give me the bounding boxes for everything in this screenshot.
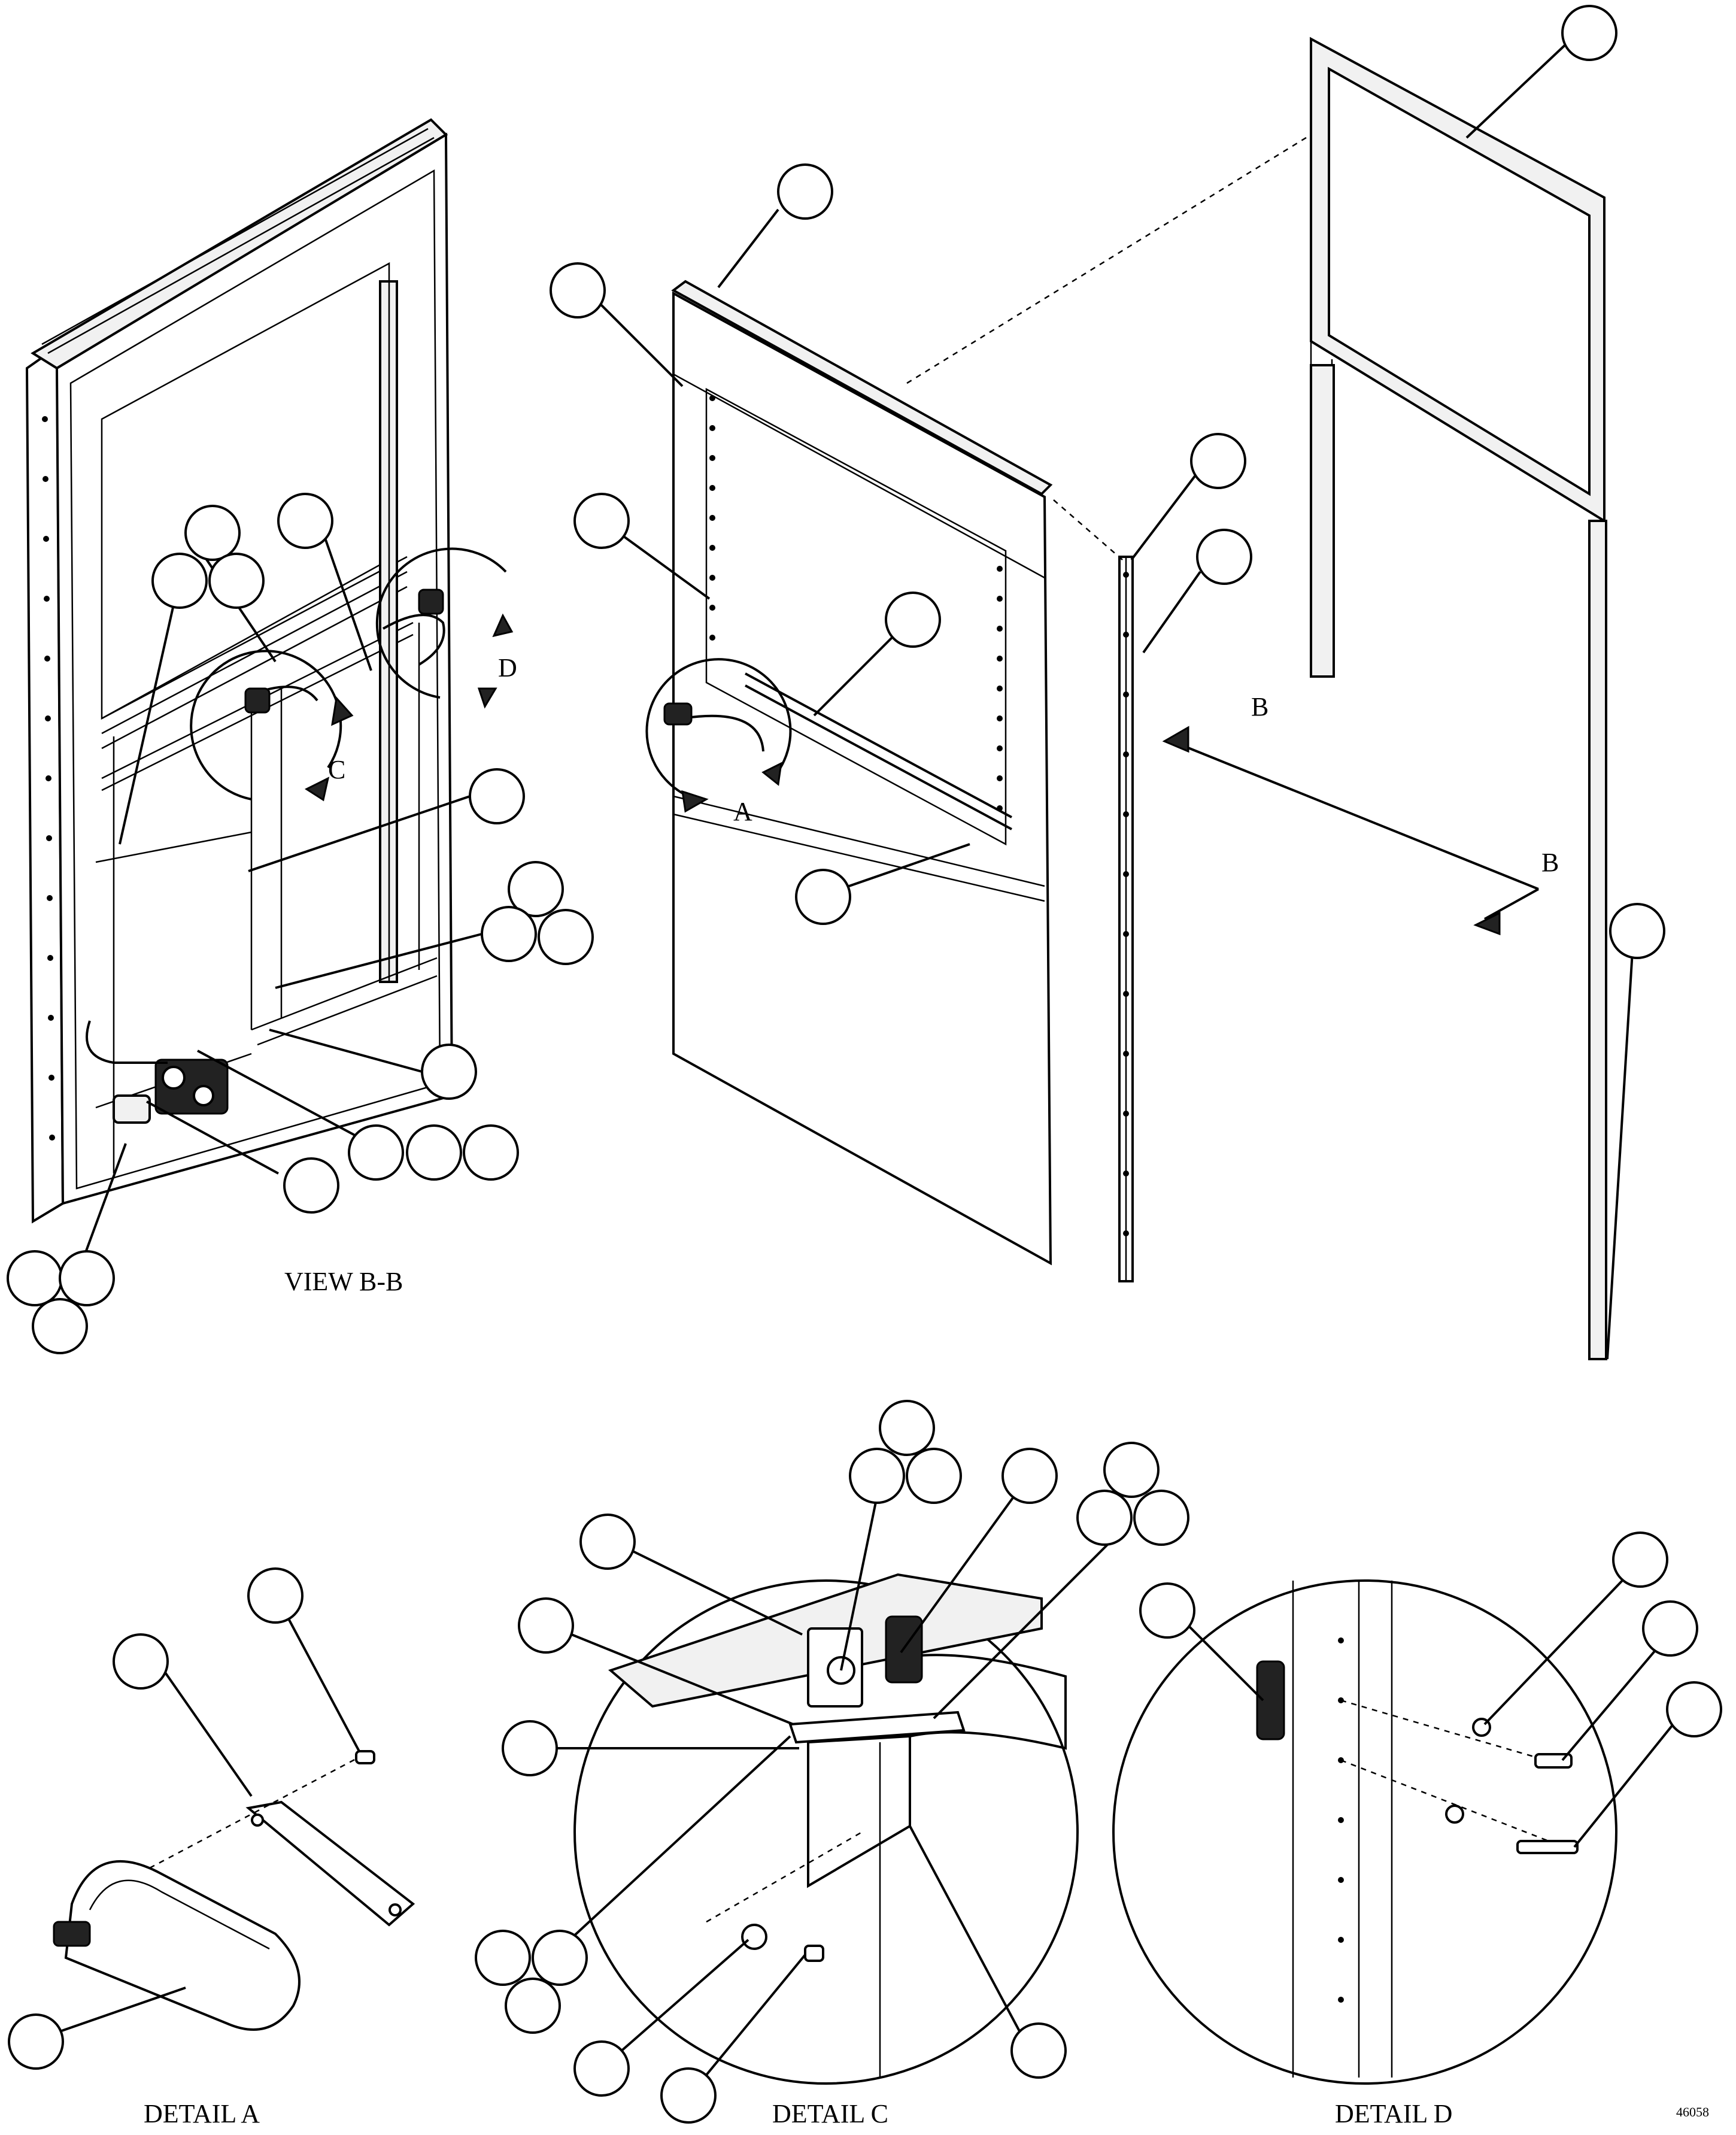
callout-circle: [1561, 5, 1617, 61]
callout-circle: [518, 1597, 574, 1654]
callout-circle: [906, 1448, 962, 1504]
detail-d-caption: DETAIL D: [1335, 2099, 1452, 2128]
section-b-label-lower: B: [1541, 848, 1559, 877]
callout-circle: [502, 1720, 558, 1776]
detail-d-drawing: [1112, 1579, 1617, 2085]
callout-circle: [505, 1978, 561, 2034]
callout-circle: [481, 906, 537, 962]
callout-circle: [32, 1298, 88, 1354]
callout-circle: [151, 553, 208, 609]
callout-circle: [277, 493, 333, 549]
callout-circle: [1139, 1582, 1195, 1639]
callout-circle: [1196, 529, 1252, 585]
callouts-detail-d: [1139, 1532, 1722, 1848]
detail-a-letter: A: [733, 797, 752, 826]
callout-circle: [348, 1124, 404, 1181]
callout-circle: [8, 2013, 64, 2070]
detail-c-caption: DETAIL C: [772, 2099, 888, 2128]
front-door: [663, 280, 1053, 1266]
callouts-window: [1465, 5, 1665, 1360]
callout-circle: [208, 553, 265, 609]
callout-circle: [538, 909, 594, 965]
section-b-label-upper: B: [1251, 692, 1268, 721]
callout-circle: [1612, 1532, 1668, 1588]
detail-a-caption: DETAIL A: [144, 2099, 260, 2128]
callouts-front-door: [550, 163, 970, 925]
callouts-hinge: [1130, 433, 1252, 654]
callout-circle: [1076, 1490, 1133, 1546]
detail-a-marker: A: [645, 658, 792, 826]
window-frame: [906, 37, 1607, 1360]
callout-circle: [660, 2067, 717, 2124]
detail-a-drawing: [53, 1750, 415, 2031]
callout-circle: [469, 768, 525, 824]
callout-circle: [573, 2040, 630, 2097]
callout-circle: [1133, 1490, 1189, 1546]
callouts-detail-c: [475, 1400, 1189, 2124]
detail-c-letter: C: [328, 755, 345, 784]
callout-circle: [532, 1930, 588, 1986]
callout-circle: [879, 1400, 935, 1456]
callout-circle: [7, 1250, 63, 1306]
detail-c-marker: C: [190, 650, 354, 802]
callout-circle: [1103, 1442, 1160, 1498]
callout-circle: [1642, 1600, 1698, 1657]
detail-d-marker: D: [375, 547, 517, 709]
section-arrow-bb: B B: [1162, 692, 1559, 936]
view-bb-door: [25, 118, 454, 1224]
callout-circle: [550, 262, 606, 319]
drawing-number: 46058: [1676, 2104, 1709, 2119]
detail-d-letter: D: [498, 653, 517, 683]
callout-circle: [113, 1633, 169, 1690]
callout-circle: [59, 1250, 115, 1306]
callout-circle: [475, 1930, 531, 1986]
callout-circle: [184, 505, 241, 561]
callout-circle: [1666, 1681, 1722, 1737]
callout-circle: [795, 869, 851, 925]
callout-circle: [247, 1567, 304, 1624]
callout-circle: [421, 1044, 477, 1100]
callout-circle: [573, 493, 630, 549]
callout-circle: [406, 1124, 462, 1181]
hinge: [1053, 499, 1134, 1282]
callout-circle: [463, 1124, 519, 1181]
callout-circle: [1609, 903, 1665, 959]
callout-circle: [885, 592, 941, 648]
callout-circle: [777, 163, 833, 220]
callout-circle: [1190, 433, 1246, 489]
callout-circle: [1010, 2022, 1067, 2079]
callout-circle: [849, 1448, 905, 1504]
callout-circle: [1001, 1448, 1058, 1504]
callout-circle: [508, 861, 564, 917]
callouts-detail-a: [8, 1567, 360, 2070]
callouts-view-bb: [7, 493, 594, 1354]
view-bb-caption: VIEW B-B: [284, 1267, 403, 1296]
callout-circle: [283, 1157, 339, 1214]
callout-circle: [579, 1514, 636, 1570]
